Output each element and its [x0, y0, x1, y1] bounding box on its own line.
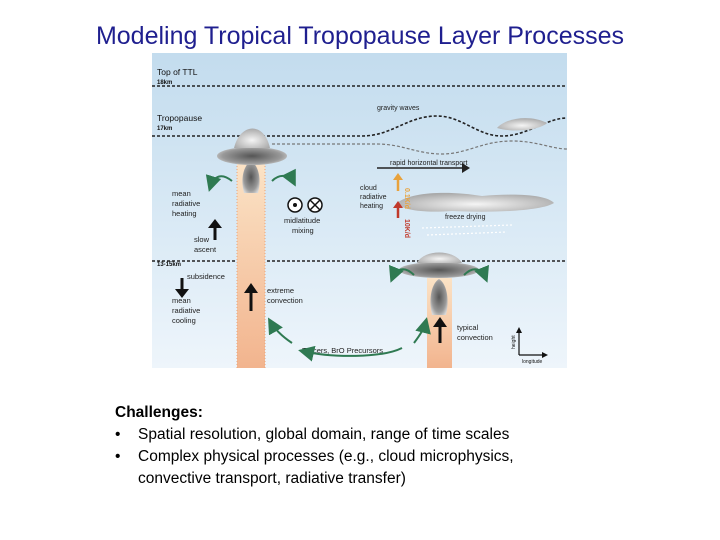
top-ttl-label: Top of TTL	[157, 67, 198, 77]
mean-radiative-cooling-label-3: cooling	[172, 316, 196, 325]
cirrus-cloud	[397, 193, 554, 212]
height-axis-label: height	[511, 335, 517, 349]
tropopause-label: Tropopause	[157, 113, 202, 123]
slow-ascent-label: slow	[194, 235, 210, 244]
top-ttl-km: 18km	[157, 80, 172, 86]
typical-convection-label-2: convection	[457, 333, 493, 342]
freeze-drying-label: freeze drying	[445, 214, 486, 221]
extreme-convection-column	[237, 163, 265, 368]
heating-rate-down-label: 10K/d	[403, 219, 410, 238]
bullet-marker: •	[115, 446, 120, 468]
left-anvil	[217, 147, 287, 165]
lower-level-km: 13-15km	[157, 262, 181, 268]
cloud-radiative-heating-label-2: radiative	[360, 194, 387, 201]
mean-radiative-cooling-label: mean	[172, 296, 191, 305]
mean-radiative-heating-label: mean	[172, 189, 191, 198]
midlatitude-mixing-label: midlatitude	[284, 216, 320, 225]
challenges-section: Challenges: • Spatial resolution, global…	[115, 402, 675, 490]
challenge-item: • Complex physical processes (e.g., clou…	[115, 446, 675, 468]
cloud-radiative-heating-label: cloud	[360, 185, 377, 192]
longitude-axis-label: longitude	[522, 359, 543, 365]
ttl-process-diagram: Top of TTL 18km Tropopause 17km 13-15km …	[152, 53, 567, 368]
bullet-marker: •	[115, 424, 120, 446]
midlatitude-mixing-label-2: mixing	[292, 226, 314, 235]
slow-ascent-label-2: ascent	[194, 245, 217, 254]
slide-title: Modeling Tropical Tropopause Layer Proce…	[0, 22, 720, 51]
tropopause-km: 17km	[157, 126, 172, 132]
typical-convection-label: typical	[457, 323, 479, 332]
rapid-horizontal-transport-label: rapid horizontal transport	[390, 160, 467, 167]
challenge-text: Spatial resolution, global domain, range…	[138, 426, 509, 443]
extreme-convection-label-2: convection	[267, 296, 303, 305]
mean-radiative-heating-label-3: heating	[172, 209, 197, 218]
challenge-text: Complex physical processes (e.g., cloud …	[138, 448, 514, 465]
gravity-waves-label: gravity waves	[377, 105, 420, 112]
right-anvil	[399, 262, 479, 278]
mean-radiative-heating-label-2: radiative	[172, 199, 200, 208]
cloud-radiative-heating-label-3: heating	[360, 203, 383, 210]
out-of-page-dot	[293, 203, 297, 207]
heating-rate-up-label: 0.1K/d	[403, 188, 410, 209]
challenge-text: convective transport, radiative transfer…	[138, 470, 406, 487]
challenge-item-continuation: convective transport, radiative transfer…	[115, 468, 675, 490]
challenges-heading: Challenges:	[115, 402, 675, 424]
extreme-convection-label: extreme	[267, 286, 294, 295]
subsidence-label: subsidence	[187, 272, 225, 281]
mean-radiative-cooling-label-2: radiative	[172, 306, 200, 315]
challenge-item: • Spatial resolution, global domain, ran…	[115, 424, 675, 446]
